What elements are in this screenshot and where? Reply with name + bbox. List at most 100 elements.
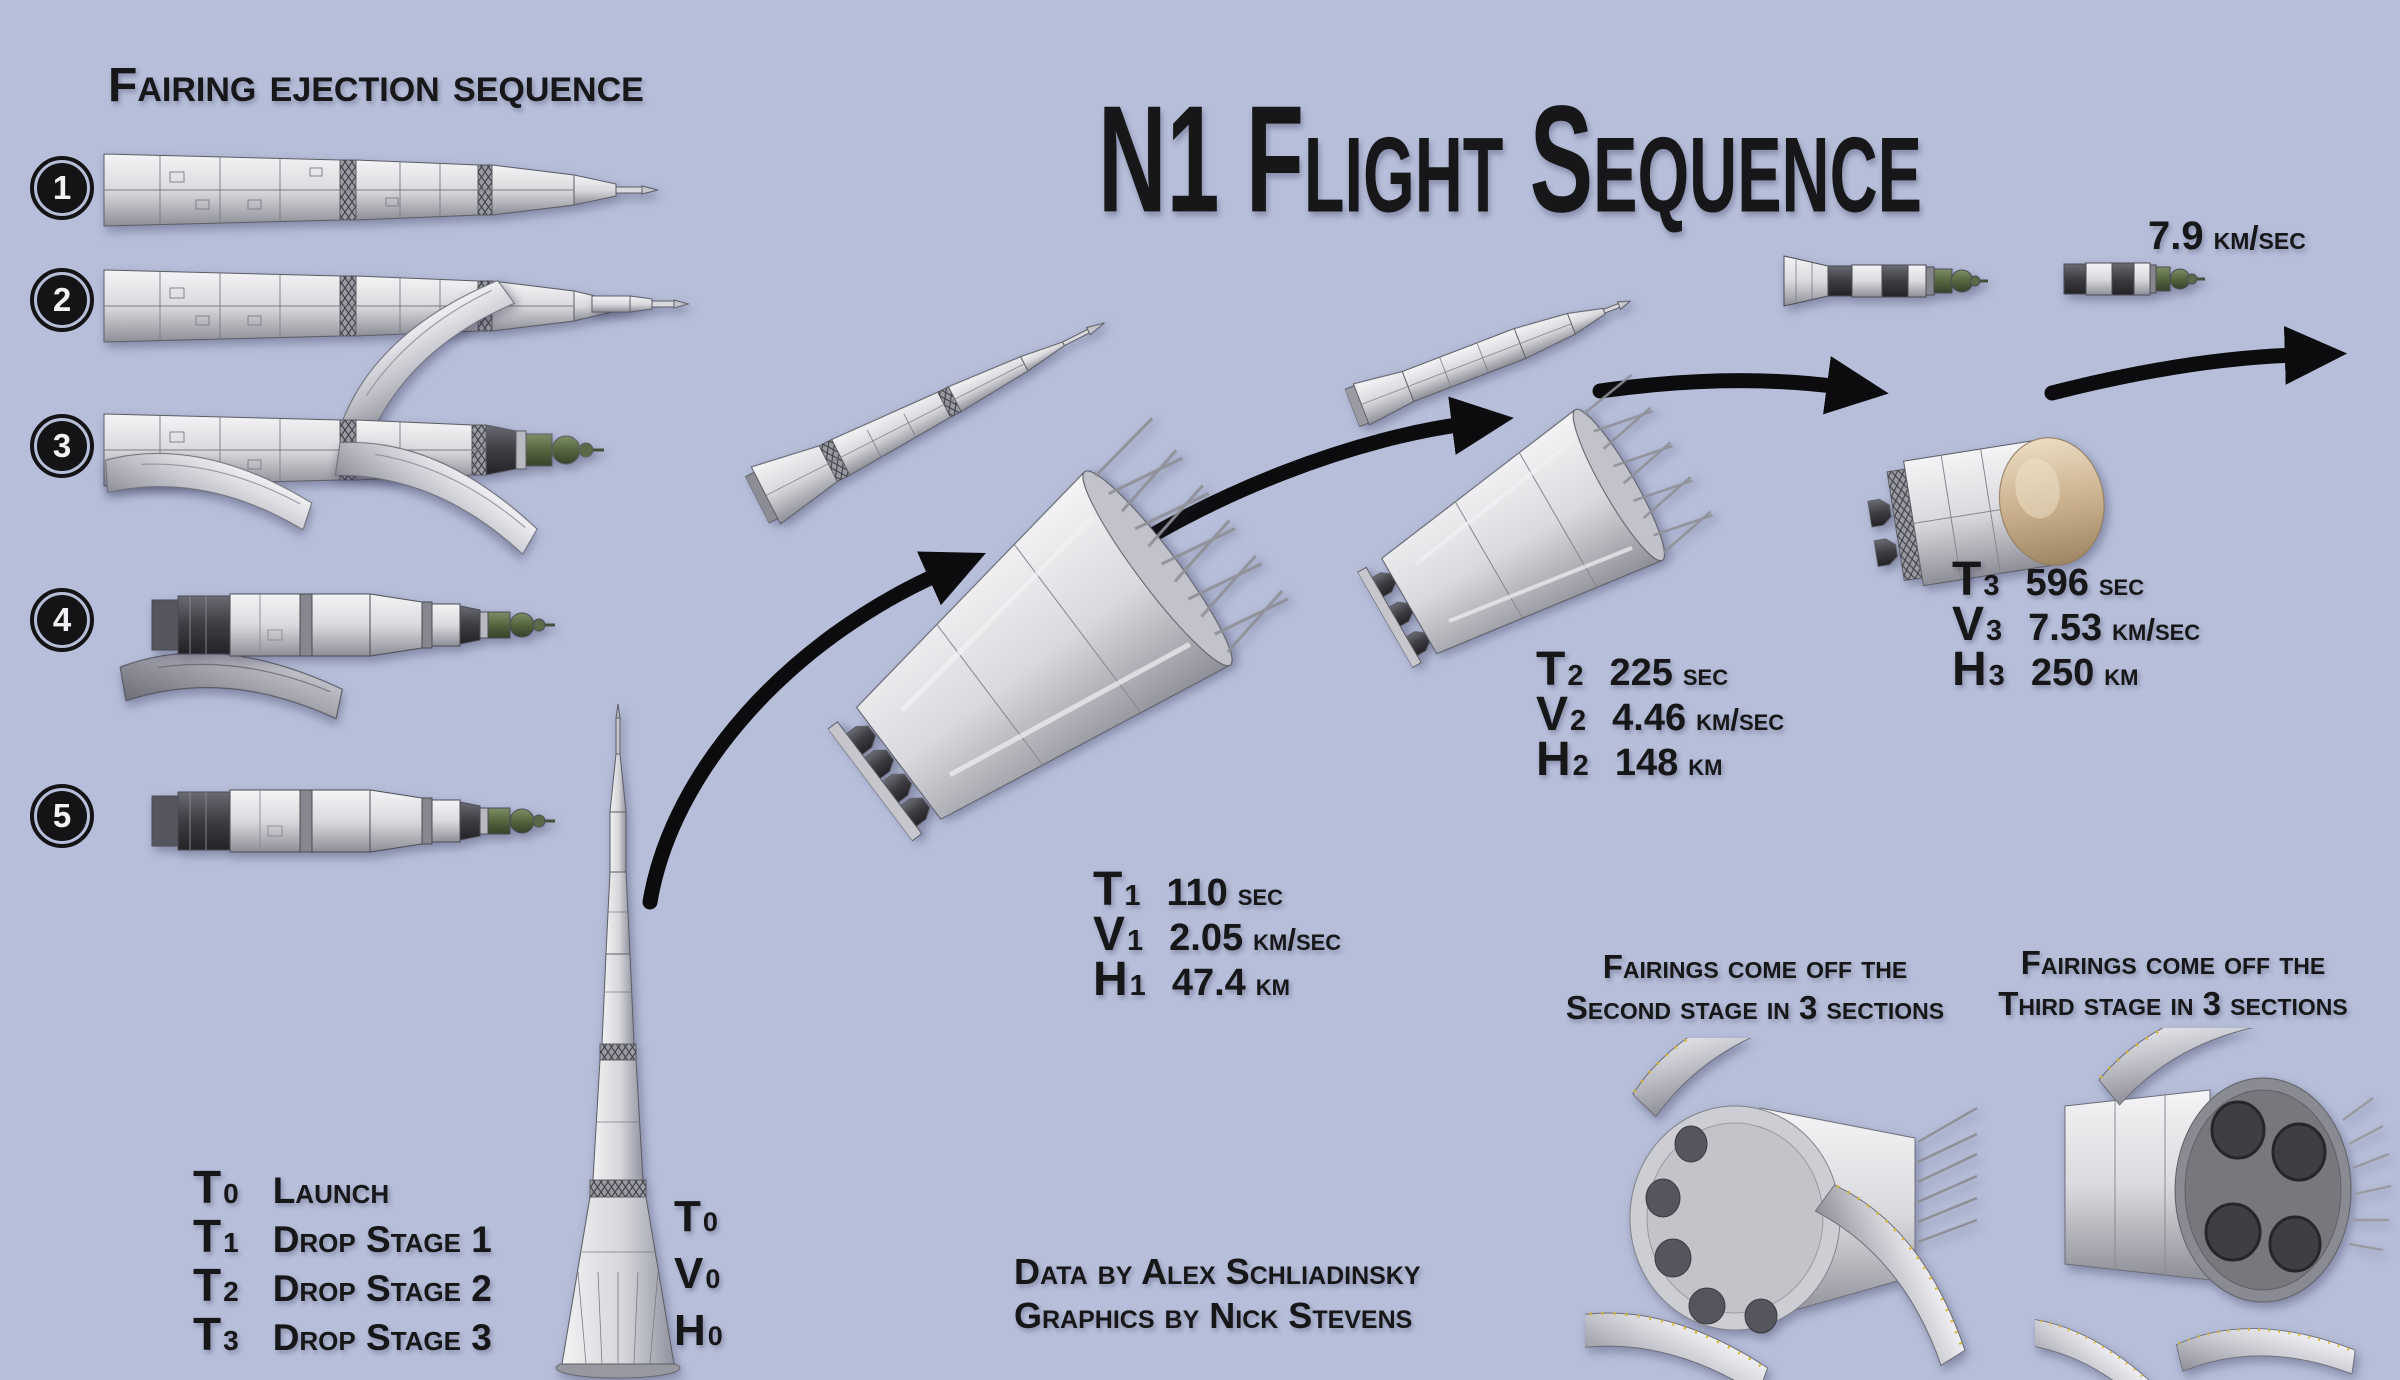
caption-second-stage: Fairings come off the Second stage in 3 …: [1540, 946, 1970, 1028]
dropped-stage2: [1356, 373, 1713, 669]
dropped-stage1: [827, 417, 1289, 842]
step-number: 3: [37, 421, 87, 471]
legend-symbol: T: [193, 1210, 222, 1262]
stat-subscript: 2: [1570, 705, 1587, 737]
stat-unit: sec: [2098, 567, 2145, 602]
stat-unit: sec: [1237, 877, 1284, 912]
legend-label: Drop Stage 1: [272, 1219, 492, 1260]
final-velocity-value: 7.9: [2148, 214, 2204, 258]
step-badge-4: 4: [30, 588, 94, 652]
legend-symbol: T: [193, 1308, 222, 1360]
fairing-shell: [1632, 1038, 1827, 1118]
stat-symbol: H: [1093, 953, 1128, 1006]
credits-line2: Graphics by Nick Stevens: [1014, 1295, 1413, 1336]
caption-line2: Second stage in 3 sections: [1565, 989, 1945, 1026]
stat-value: 225: [1609, 652, 1673, 694]
step-badge-1: 1: [30, 156, 94, 220]
fairing-shell: [2175, 1328, 2356, 1375]
stat-unit: km/sec: [1253, 922, 1342, 957]
legend-label: Launch: [272, 1170, 390, 1211]
step-badge-3: 3: [30, 414, 94, 478]
stat-value: 110: [1166, 872, 1228, 914]
fairing-shell: [1585, 1311, 1769, 1380]
trajectory-arrow-4: [2044, 326, 2348, 401]
rocket-step4-upper-stack: [151, 593, 555, 657]
step-badge-5: 5: [30, 784, 94, 848]
stat-subscript: 1: [1127, 925, 1144, 957]
legend-symbol: T: [193, 1161, 222, 1213]
credits-line1: Data by Alex Schliadinsky: [1014, 1251, 1421, 1292]
step-number: 5: [37, 791, 87, 841]
stat-symbol: V: [1536, 688, 1569, 741]
page-title: N1 Flight Sequence: [1098, 74, 1922, 245]
fairing-separation-second-stage: [1585, 1038, 1978, 1380]
dropped-stage3: [1866, 437, 2105, 587]
stat-symbol: V: [1952, 598, 1985, 651]
stat-value: 4.46: [1612, 697, 1687, 739]
stat-symbol: T: [1536, 643, 1566, 696]
stat-symbol: V: [1093, 908, 1126, 961]
final-velocity-unit: km/sec: [2213, 219, 2306, 256]
stat-subscript: 2: [1567, 660, 1584, 692]
rocket-orbital-stack: [2063, 262, 2205, 296]
fairing-shell: [2098, 1028, 2301, 1106]
stat-subscript: 2: [1572, 750, 1589, 782]
stat-subscript: 3: [1988, 660, 2005, 692]
step-number: 4: [37, 595, 87, 645]
stat-subscript: 3: [1986, 615, 2003, 647]
final-velocity: 7.9 km/sec: [2148, 214, 2306, 259]
ejected-probe: [591, 295, 690, 313]
stat-symbol: H: [1536, 733, 1571, 786]
marker-subscript: 0: [705, 1264, 721, 1294]
stat-subscript: 3: [1983, 570, 2000, 602]
stat-value: 596: [2025, 562, 2089, 604]
rocket-step1-complete: [103, 153, 659, 227]
marker-subscript: 0: [702, 1207, 718, 1237]
fairing-shell: [2035, 1316, 2155, 1380]
caption-third-stage: Fairings come off the Third stage in 3 s…: [1958, 942, 2388, 1024]
stat-value: 7.53: [2028, 607, 2103, 649]
fairing-shell: [1814, 1184, 1966, 1367]
fairing-shell-upper: [341, 279, 516, 441]
fairing-separation-third-stage: [2035, 1028, 2392, 1380]
rocket-stage2-3-climbing: [744, 322, 1105, 525]
stat-value: 47.4: [1171, 962, 1246, 1004]
stat-subscript: 1: [1124, 880, 1141, 912]
fairing-shell-left: [105, 452, 313, 531]
stat-unit: km: [2104, 657, 2139, 692]
stat-symbol: T: [1093, 863, 1123, 916]
marker-symbol: T: [674, 1192, 701, 1241]
marker-symbol: H: [674, 1306, 706, 1355]
caption-line1: Fairings come off the: [1602, 948, 1908, 985]
stat-unit: km: [1688, 747, 1723, 782]
credits: Data by Alex Schliadinsky Graphics by Ni…: [1014, 1250, 1421, 1338]
legend-label: Drop Stage 2: [272, 1268, 492, 1309]
caption-line2: Third stage in 3 sections: [1998, 985, 2348, 1022]
stat-symbol: T: [1952, 553, 1982, 606]
legend-symbol: T: [193, 1259, 222, 1311]
legend-label: Drop Stage 3: [272, 1317, 492, 1358]
caption-line1: Fairings come off the: [2020, 944, 2326, 981]
step-number: 1: [37, 163, 87, 213]
stat-value: 250: [2030, 652, 2095, 694]
legend-subscript: 0: [223, 1178, 239, 1209]
legend-subscript: 2: [223, 1276, 239, 1307]
stat-value: 148: [1614, 742, 1679, 784]
rocket-stage3-climbing: [1344, 300, 1632, 428]
marker-symbol: V: [674, 1249, 704, 1298]
